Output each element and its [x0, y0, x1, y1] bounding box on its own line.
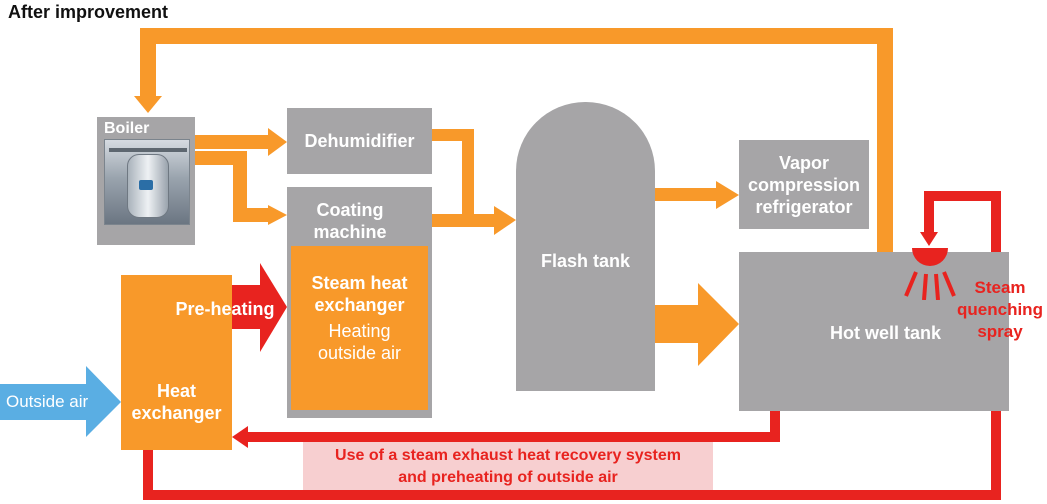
preheating-label: Pre-heating	[175, 299, 275, 319]
heat-exchanger-label: Heat exchanger	[131, 381, 222, 423]
outside-air-arrowhead	[86, 366, 121, 437]
steam-hx-sublabel: Heating outside air	[317, 321, 402, 363]
boiler-image	[104, 139, 190, 225]
coating-machine-label: Coating machine	[313, 200, 387, 242]
hot-well-tank-box	[739, 252, 1009, 411]
to-flash-tank-arrowhead	[494, 206, 516, 235]
boiler-to-coating-arrowhead	[268, 205, 287, 225]
dehumidifier-box: Dehumidifier	[287, 108, 432, 174]
caption-line-2: and preheating of outside air	[398, 469, 618, 486]
caption-panel	[303, 442, 713, 492]
spray-label: Steam quenching spray	[957, 278, 1043, 341]
boiler-panel-icon	[139, 180, 153, 190]
boiler-label: Boiler	[104, 120, 150, 137]
condensate-arrowhead	[232, 426, 248, 448]
spray-feed-arrowhead	[920, 232, 938, 246]
steam-heat-exchanger-box	[291, 246, 428, 410]
hot-well-tank-label: Hot well tank	[830, 323, 942, 343]
return-steam-arrow	[140, 28, 893, 252]
steam-hx-label: Steam heat exchanger	[311, 273, 408, 315]
return-steam-arrowhead	[134, 96, 162, 113]
boiler-to-dehumidifier-arrowhead	[268, 128, 287, 156]
flash-tank-box	[516, 102, 655, 391]
boiler-pipe-icon	[109, 148, 187, 152]
dehumidifier-label: Dehumidifier	[304, 131, 415, 151]
page-title: After improvement	[8, 2, 169, 22]
vapor-compression-box: Vapor compression refrigerator	[739, 140, 869, 229]
outside-air-label: Outside air	[6, 392, 89, 411]
preheating-arrowhead	[260, 263, 287, 352]
flash-to-vapor-arrowhead	[716, 181, 739, 209]
vapor-compression-label: Vapor compression refrigerator	[747, 152, 861, 217]
flash-tank-label: Flash tank	[540, 251, 631, 271]
caption-line-1: Use of a steam exhaust heat recovery sys…	[335, 447, 681, 464]
heat-exchanger-box	[121, 275, 232, 450]
spray-nozzle-icon	[904, 248, 956, 300]
flash-to-hotwell-arrowhead	[698, 283, 739, 366]
